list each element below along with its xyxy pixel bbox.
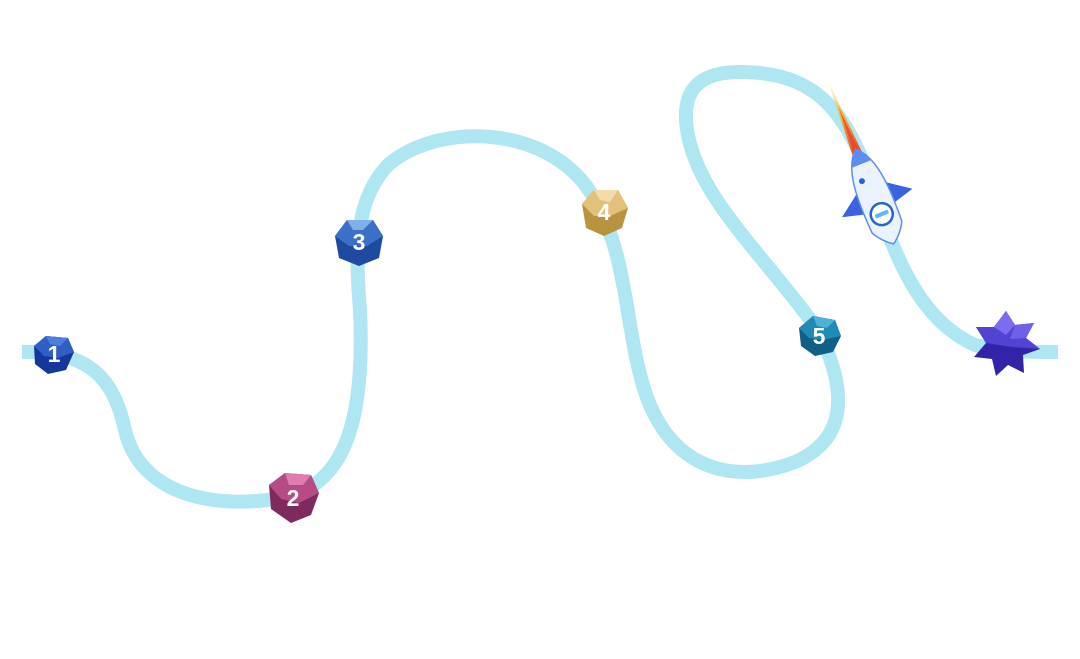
milestone-4: 4 [582, 190, 628, 236]
milestone-5: 5 [799, 316, 841, 356]
crystal-star-icon [974, 311, 1040, 376]
rocket-icon [827, 78, 913, 245]
milestone-4-label: 4 [598, 199, 611, 225]
milestone-1: 1 [34, 336, 74, 374]
milestone-2: 2 [269, 473, 319, 523]
milestone-5-label: 5 [813, 323, 826, 349]
milestone-2-label: 2 [287, 485, 300, 511]
winding-road-path [21, 64, 1059, 509]
milestone-1-label: 1 [48, 341, 61, 367]
milestone-3: 3 [335, 220, 383, 266]
milestone-3-label: 3 [353, 229, 366, 255]
